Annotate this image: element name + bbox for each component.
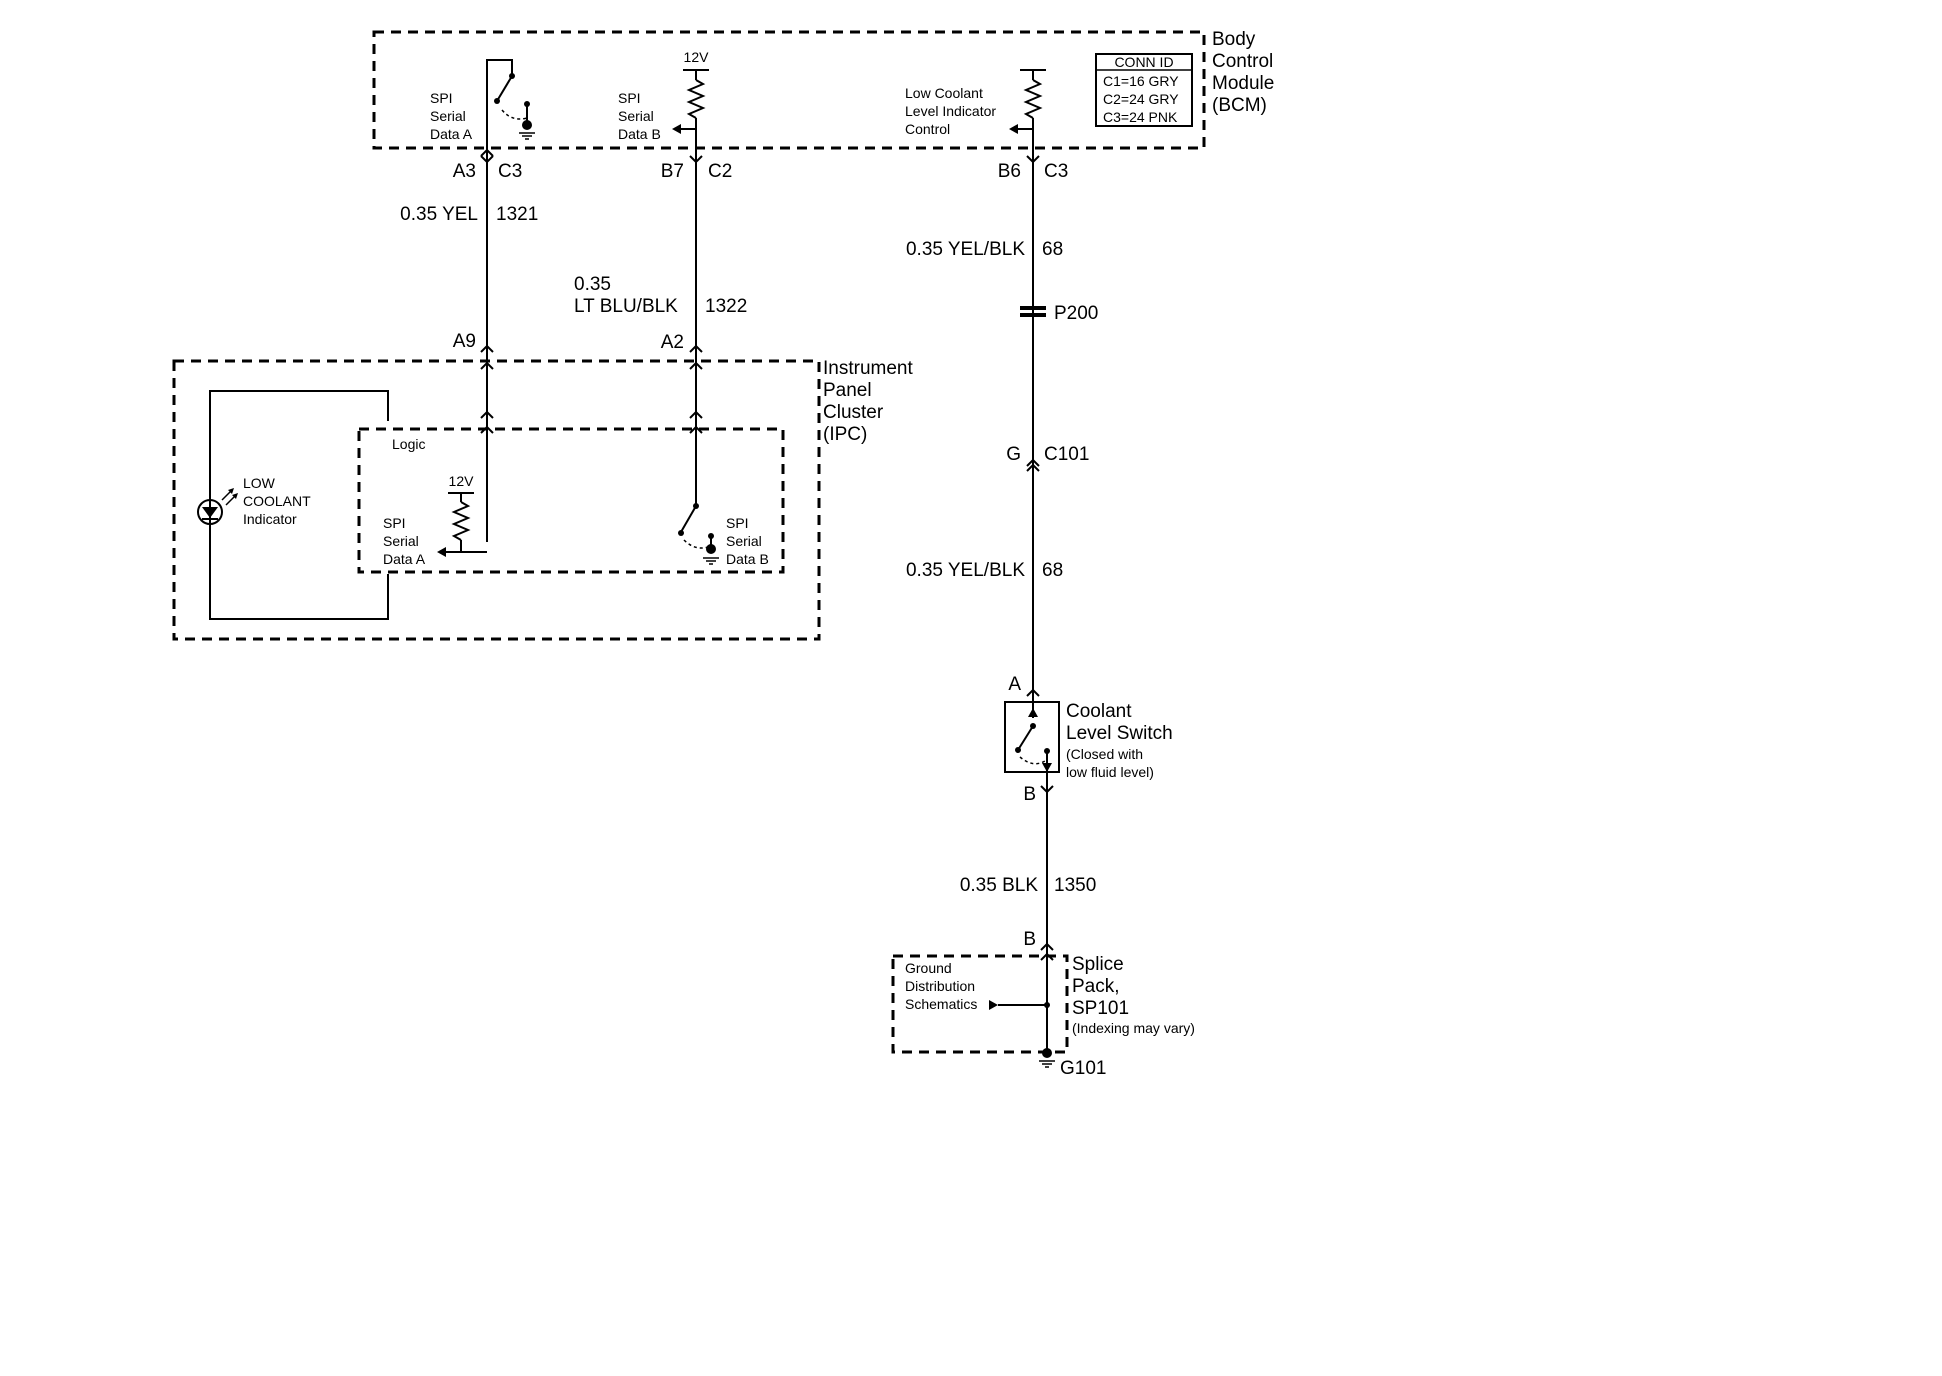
ipc-title-3: Cluster (823, 402, 884, 423)
splice-pin-b: B (1023, 929, 1036, 950)
wire-a-wire-color: 0.35 YEL (400, 204, 478, 225)
bcm-spi-a-label-2: Serial (430, 108, 466, 124)
splice-pack-title-2: Pack, (1072, 976, 1120, 997)
switch-pin-a: A (1008, 674, 1021, 695)
wire-b-wire-line2: LT BLU/BLK (574, 296, 678, 317)
wire-b-line (689, 150, 703, 505)
bcm-spi-b-label-3: Data B (618, 126, 661, 142)
bcm-spi-a-label-1: SPI (430, 90, 453, 106)
ipc-spi-a-label-3: Data A (383, 551, 426, 567)
conn-id-row-3: C3=24 PNK (1103, 109, 1178, 125)
ipc-spi-a-label-1: SPI (383, 515, 406, 531)
wire-a-circuit: 1321 (496, 204, 538, 225)
c101-conn-label: C101 (1044, 444, 1089, 465)
wire-c-pin-top: B6 (998, 161, 1021, 182)
ipc-indicator-frame (209, 390, 389, 620)
bcm-title-3: Module (1212, 73, 1274, 94)
bcm-title-2: Control (1212, 51, 1273, 72)
bcm-spi-b-label-2: Serial (618, 108, 654, 124)
bcm-title-4: (BCM) (1212, 95, 1267, 116)
wire-b-pin-top: B7 (661, 161, 684, 182)
wire-a-line (480, 148, 494, 542)
wire-c-conn-top: C3 (1044, 161, 1068, 182)
splice-pack-box (891, 954, 1069, 1054)
ipc-spi-b-switch (678, 503, 719, 565)
coolant-switch-note-2: low fluid level) (1066, 764, 1154, 780)
ipc-logic-label: Logic (392, 436, 425, 452)
wire-a-pin-top: A3 (453, 161, 476, 182)
splice-pack-note: (Indexing may vary) (1072, 1020, 1195, 1036)
ipc-title-2: Panel (823, 380, 872, 401)
coolant-level-switch (1004, 696, 1060, 790)
bcm-box (372, 30, 1206, 150)
wire-c-line (1020, 150, 1046, 697)
wire-b-wire-line1: 0.35 (574, 274, 611, 295)
wire-a-conn-top: C3 (498, 161, 522, 182)
bcm-low-coolant-label-2: Level Indicator (905, 103, 996, 119)
wire-b-circuit: 1322 (705, 296, 747, 317)
ipc-spi-b-label-2: Serial (726, 533, 762, 549)
ipc-spi-b-label-1: SPI (726, 515, 749, 531)
conn-id-header: CONN ID (1114, 54, 1173, 70)
ipc-spi-a-resistor (437, 492, 487, 557)
bcm-spi-b-label-1: SPI (618, 90, 641, 106)
p200-splice-label: P200 (1054, 303, 1098, 324)
bcm-low-coolant-label-1: Low Coolant (905, 85, 983, 101)
splice-pack-connection (989, 1000, 1050, 1010)
wire-a-pin-bottom: A9 (453, 331, 476, 352)
splice-pack-title-3: SP101 (1072, 998, 1129, 1019)
coolant-switch-title-2: Level Switch (1066, 723, 1173, 744)
wire-1350-line (1040, 778, 1054, 1050)
conn-id-row-2: C2=24 GRY (1103, 91, 1179, 107)
bcm-low-coolant-label-3: Control (905, 121, 950, 137)
conn-id-row-1: C1=16 GRY (1103, 73, 1179, 89)
wire-c-wire2: 0.35 YEL/BLK (906, 560, 1025, 581)
splice-pack-title-1: Splice (1072, 954, 1124, 975)
bcm-12v-label: 12V (684, 49, 710, 65)
ipc-spi-b-label-3: Data B (726, 551, 769, 567)
wire-b-pin-bottom: A2 (661, 332, 684, 353)
coolant-level-wiring-diagram: Body Control Module (BCM) CONN ID C1=16 … (172, 29, 1274, 1079)
ground-dist-label-3: Schematics (905, 996, 977, 1012)
wire-c-wire3: 0.35 BLK (960, 875, 1038, 896)
switch-pin-b: B (1023, 784, 1036, 805)
ipc-spi-a-label-2: Serial (383, 533, 419, 549)
low-coolant-indicator-label-1: LOW (243, 475, 276, 491)
low-coolant-indicator-label-3: Indicator (243, 511, 297, 527)
ground-dist-label-1: Ground (905, 960, 952, 976)
ipc-12v-label: 12V (449, 473, 475, 489)
wire-c-circuit1: 68 (1042, 239, 1063, 260)
bcm-low-coolant-resistor (1009, 69, 1046, 150)
bcm-spi-a-label-3: Data A (430, 126, 473, 142)
ipc-logic-box (357, 427, 785, 574)
ipc-title-4: (IPC) (823, 424, 867, 445)
c101-pin-label: G (1006, 444, 1021, 465)
low-coolant-indicator-label-2: COOLANT (243, 493, 311, 509)
bcm-title-1: Body (1212, 29, 1256, 50)
wire-c-circuit2: 68 (1042, 560, 1063, 581)
coolant-switch-note-1: (Closed with (1066, 746, 1143, 762)
wire-c-circuit3: 1350 (1054, 875, 1096, 896)
coolant-switch-title-1: Coolant (1066, 701, 1132, 722)
bcm-spi-a-switch (486, 59, 535, 150)
wire-b-conn-top: C2 (708, 161, 732, 182)
wire-c-wire1: 0.35 YEL/BLK (906, 239, 1025, 260)
low-coolant-led-icon (197, 488, 238, 525)
ipc-title-1: Instrument (823, 358, 913, 379)
ipc-box (172, 359, 821, 641)
bcm-spi-b-resistor (672, 69, 709, 150)
ground-dist-label-2: Distribution (905, 978, 975, 994)
conn-id-table: CONN ID C1=16 GRY C2=24 GRY C3=24 PNK (1095, 53, 1193, 127)
ground-icon (1039, 1048, 1055, 1068)
ground-g101-label: G101 (1060, 1058, 1106, 1079)
